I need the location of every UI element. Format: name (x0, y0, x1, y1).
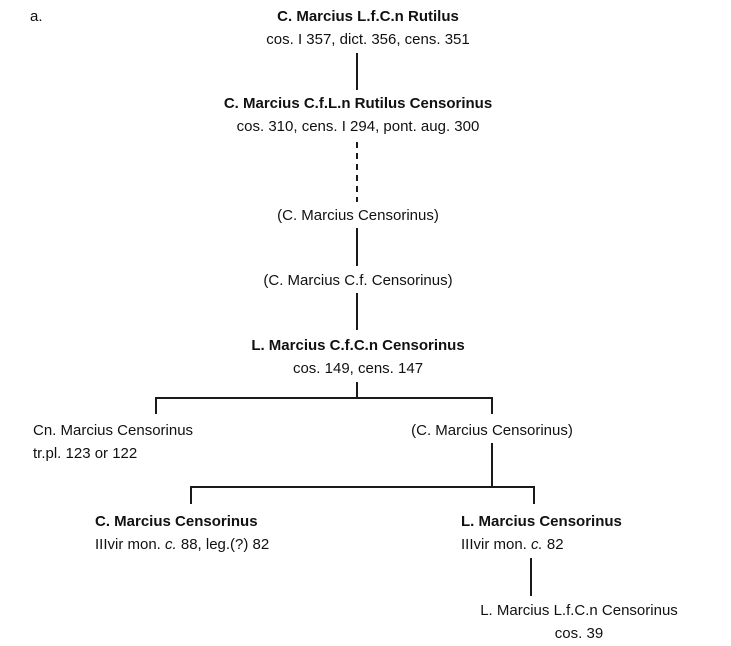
person-name: C. Marcius C.f.L.n Rutilus Censorinus (223, 95, 493, 112)
tree-node-c-censorinus-moneyer: C. Marcius Censorinus IIIvir mon. c. 88,… (95, 510, 269, 556)
offices-part-pre: IIIvir mon. (95, 536, 166, 553)
tree-node-conjectural-c-censorinus: (C. Marcius Censorinus) (277, 204, 439, 227)
tree-node-rutilus: C. Marcius L.f.C.n Rutilus cos. I 357, d… (266, 5, 469, 51)
branch2-horizontal-line (190, 486, 535, 488)
offices-part-post: 88, leg.(?) 82 (176, 536, 270, 553)
branch2-left-tick (190, 486, 192, 504)
offices-part-circa: c. (165, 536, 177, 553)
person-name: L. Marcius Censorinus (461, 513, 622, 530)
offices-part-circa: c. (531, 536, 543, 553)
person-name: C. Marcius Censorinus (95, 513, 258, 530)
connector-conjectural3-to-branch2 (491, 443, 493, 487)
offices-part-pre: IIIvir mon. (461, 536, 532, 553)
person-name: (C. Marcius Censorinus) (411, 422, 573, 439)
branch2-right-tick (533, 486, 535, 504)
person-offices: IIIvir mon. c. 82 (461, 533, 622, 556)
person-offices: tr.pl. 123 or 122 (33, 445, 138, 462)
figure-label: a. (30, 8, 43, 25)
person-offices: IIIvir mon. c. 88, leg.(?) 82 (95, 533, 269, 556)
person-name: (C. Marcius C.f. Censorinus) (263, 272, 453, 289)
connector-conjectural1-to-conjectural2 (356, 228, 358, 266)
tree-node-rutilus-censorinus: C. Marcius C.f.L.n Rutilus Censorinus co… (224, 92, 492, 138)
person-offices: cos. I 357, dict. 356, cens. 351 (266, 31, 470, 48)
person-name: Cn. Marcius Censorinus (33, 422, 194, 439)
connector-conjectural2-to-cos149 (356, 293, 358, 330)
connector-rutilus-to-rutilus-censorinus (356, 53, 358, 90)
person-name: (C. Marcius Censorinus) (277, 207, 439, 224)
person-name: C. Marcius L.f.C.n Rutilus (277, 8, 459, 25)
tree-node-censorinus-cos-149: L. Marcius C.f.C.n Censorinus cos. 149, … (251, 334, 464, 380)
branch1-horizontal-line (155, 397, 493, 399)
connector-cos149-stub (356, 382, 358, 398)
person-name: L. Marcius C.f.C.n Censorinus (251, 337, 465, 354)
person-offices: cos. 39 (554, 625, 604, 642)
connector-lmoneyer-to-cos39 (530, 558, 532, 596)
tree-node-cn-censorinus: Cn. Marcius Censorinus tr.pl. 123 or 122 (33, 419, 193, 465)
tree-node-conjectural-c-cf-censorinus: (C. Marcius C.f. Censorinus) (263, 269, 452, 292)
person-name: L. Marcius L.f.C.n Censorinus (480, 602, 678, 619)
person-offices: cos. 149, cens. 147 (292, 360, 424, 377)
tree-node-censorinus-cos-39: L. Marcius L.f.C.n Censorinus cos. 39 (480, 599, 678, 645)
person-offices: cos. 310, cens. I 294, pont. aug. 300 (236, 118, 480, 135)
branch1-right-tick (491, 397, 493, 414)
offices-part-post: 82 (542, 536, 564, 553)
tree-node-conjectural-c-censorinus-2: (C. Marcius Censorinus) (411, 419, 573, 442)
connector-dashed-uncertain-descent (356, 142, 358, 202)
branch1-left-tick (155, 397, 157, 414)
tree-node-l-censorinus-moneyer: L. Marcius Censorinus IIIvir mon. c. 82 (461, 510, 622, 556)
